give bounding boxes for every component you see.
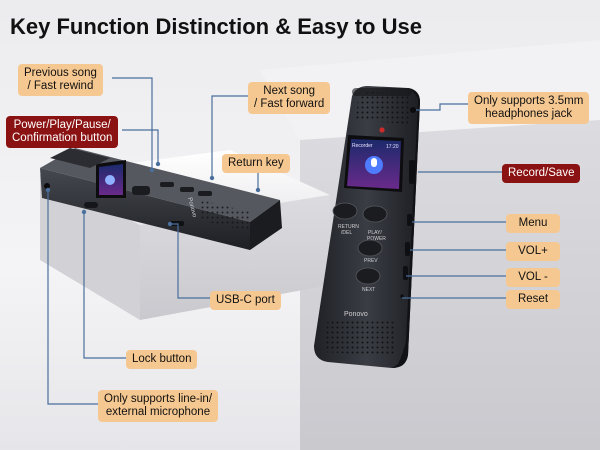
play-key-print: PLAY/ (368, 230, 382, 236)
prev-key-print: PREV (364, 258, 378, 264)
label-reset: Reset (506, 290, 560, 309)
label-vol-down: VOL - (506, 268, 560, 287)
label-headphones-jack-line1: Only supports 3.5mm (474, 95, 584, 107)
return-key-print-2: /DEL (341, 230, 352, 236)
label-previous-song: Previous song / Fast rewind (18, 64, 103, 96)
brand-mark-standing: Ponovo (344, 311, 368, 318)
label-next-song-line1: Next song (263, 85, 316, 97)
play-power-key (362, 205, 388, 223)
return-key (332, 202, 358, 220)
label-power-play: Power/Play/Pause/ Confirmation button (6, 116, 119, 148)
label-menu: Menu (506, 214, 560, 233)
recorder-lying: Ponovo (40, 148, 282, 250)
label-headphones-jack-line2: headphones jack (485, 108, 573, 120)
recorder-standing: Recorder 17:20 RETURN /DEL PLAY/ POWER P… (314, 86, 420, 368)
label-line-in: Only supports line-in/ external micropho… (98, 390, 219, 422)
screen-clock-text: 17:20 (386, 144, 399, 150)
label-usbc-port: USB-C port (210, 291, 281, 310)
label-line-in-line1: Only supports line-in/ (104, 393, 213, 405)
return-key-print: RETURN (338, 224, 359, 230)
label-lock-button: Lock button (126, 350, 198, 369)
label-record-save: Record/Save (502, 164, 581, 183)
label-power-play-line1: Power/Play/Pause/ (13, 119, 111, 131)
label-next-song: Next song / Fast forward (248, 82, 331, 114)
next-key (355, 267, 381, 285)
label-previous-song-line2: / Fast rewind (27, 80, 94, 92)
label-line-in-line2: external microphone (105, 406, 211, 418)
label-previous-song-line1: Previous song (24, 67, 97, 79)
play-key-print-2: POWER (367, 236, 386, 242)
label-vol-up: VOL+ (506, 242, 560, 261)
brand-mark-lying: Ponovo (186, 197, 197, 219)
next-key-print: NEXT (362, 287, 375, 293)
leader-dots (45, 161, 261, 227)
page-title: Key Function Distinction & Easy to Use (10, 14, 422, 39)
screen-header-text: Recorder (352, 143, 373, 149)
label-headphones-jack: Only supports 3.5mm headphones jack (468, 92, 590, 124)
label-power-play-line2: Confirmation button (12, 132, 113, 144)
label-return-key: Return key (222, 154, 290, 173)
label-next-song-line2: / Fast forward (254, 98, 325, 110)
leader-lines (47, 77, 506, 405)
prev-key (357, 239, 383, 257)
